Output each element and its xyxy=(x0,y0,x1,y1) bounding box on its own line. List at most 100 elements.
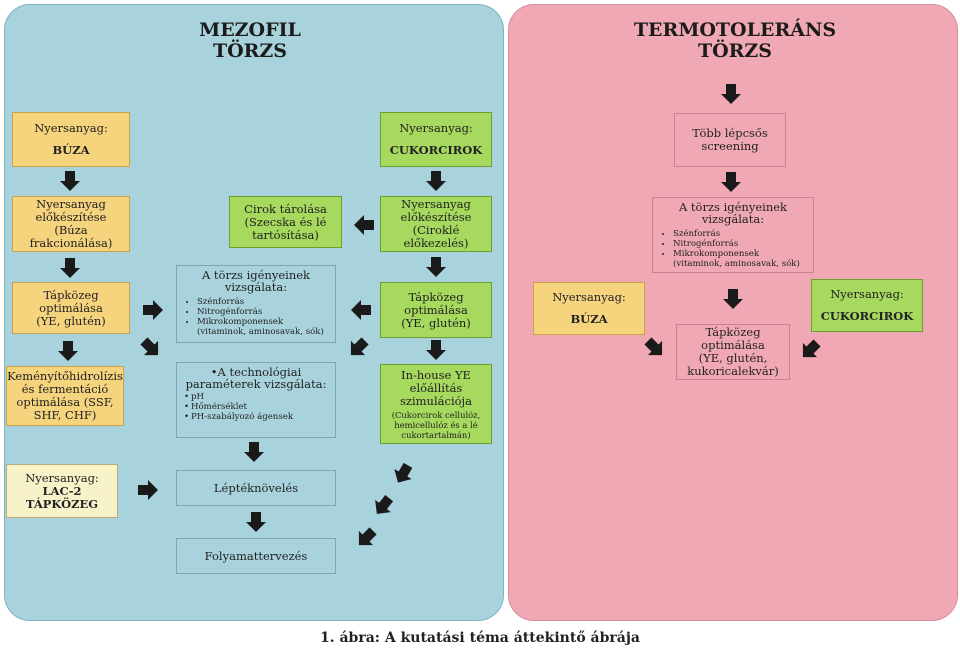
thermo-raw-sorghum-box: Nyersanyag: CUKORCIROK xyxy=(811,279,923,332)
arrow-sorghum-medium-to-technology xyxy=(343,333,373,363)
requirement-item: Nitrogénforrás xyxy=(197,307,329,317)
screening-line: screening xyxy=(701,139,759,153)
requirement-item: Nitrogénforrás xyxy=(673,239,807,249)
inhouse-sub: (Cukorcirok cellulóz, hemicellulóz és a … xyxy=(392,410,481,440)
mesofil-requirements-heading: A törzs igényeinek vizsgálata: xyxy=(201,268,311,294)
raw-sorghum-value: CUKORCIROK xyxy=(389,143,483,157)
arrow-thermo-title-to-screening xyxy=(721,84,741,104)
prep-wheat-box: Nyersanyag előkészítése (Búza frakcionál… xyxy=(12,196,130,252)
mesofil-title: MEZOFIL TÖRZS xyxy=(150,20,350,62)
raw-wheat-value: BÚZA xyxy=(52,143,90,157)
inhouse-line: In-house YE xyxy=(401,367,471,382)
prep-sorghum-line: Nyersanyag xyxy=(401,197,471,211)
requirement-item: Szénforrás xyxy=(197,297,329,307)
thermo-requirements-box: A törzs igényeinek vizsgálata: Szénforrá… xyxy=(652,197,814,273)
raw-wheat-label: Nyersanyag: xyxy=(34,121,108,135)
thermo-title-line1: TERMOTOLERÁNS xyxy=(633,19,837,41)
medium-sorghum-box: Tápközeg optimálása (YE, glutén) xyxy=(380,282,492,338)
prep-sorghum-line: (Ciroklé xyxy=(412,223,460,237)
thermo-medium-line: (YE, glutén, xyxy=(698,351,768,365)
arrow-scaleup-to-process xyxy=(246,512,266,532)
inhouse-box: In-house YE előállítás szimulációja (Cuk… xyxy=(380,364,492,444)
arrow-inhouse-diag-3 xyxy=(351,523,381,553)
storage-line: tartósítása) xyxy=(252,227,319,242)
hydrolysis-line: és fermentáció xyxy=(21,382,109,396)
inhouse-sub-line: hemicellulóz és a lé xyxy=(394,419,478,430)
medium-wheat-box: Tápközeg optimálása (YE, glutén) xyxy=(12,282,130,334)
raw-lac-value1: LAC-2 xyxy=(42,483,82,498)
hydrolysis-box: Keményítőhidrolízis és fermentáció optim… xyxy=(6,366,124,426)
mesofil-title-line2: TÖRZS xyxy=(212,40,288,62)
technology-item: pH xyxy=(191,392,329,402)
screening-line: Több lépcsős xyxy=(692,126,768,140)
thermo-raw-wheat-box: Nyersanyag: BÚZA xyxy=(533,282,645,335)
arrow-prep-to-medium xyxy=(60,258,80,278)
arrow-technology-to-scaleup xyxy=(244,442,264,462)
prep-wheat-line: frakcionálása) xyxy=(29,236,113,250)
inhouse-line: szimulációja xyxy=(400,393,472,408)
raw-lac-box: Nyersanyag: LAC-2 TÁPKÖZEG xyxy=(6,464,118,518)
mesofil-title-line1: MEZOFIL xyxy=(199,19,301,41)
thermo-raw-wheat-label: Nyersanyag: xyxy=(552,290,626,304)
raw-lac-value2: TÁPKÖZEG xyxy=(25,496,99,511)
medium-sorghum-line: Tápközeg xyxy=(408,289,464,304)
technology-list: pH Hőmérséklet PH-szabályozó ágensek xyxy=(183,392,329,422)
raw-sorghum-label: Nyersanyag: xyxy=(399,121,473,135)
arrow-sorghum-to-prep xyxy=(426,171,446,191)
thermo-requirements-list: Szénforrás Nitrogénforrás Mikrokomponens… xyxy=(659,229,807,269)
storage-line: (Szecska és lé xyxy=(244,214,327,229)
medium-wheat-line: Tápközeg xyxy=(43,287,99,302)
arrow-sorghum-medium-to-requirements xyxy=(351,300,371,320)
thermo-raw-sorghum-label: Nyersanyag: xyxy=(830,287,904,301)
raw-wheat-box: Nyersanyag: BÚZA xyxy=(12,112,130,167)
medium-wheat-line: (YE, glutén) xyxy=(36,313,106,328)
thermo-raw-wheat-value: BÚZA xyxy=(570,312,608,326)
thermo-medium-box: Tápközeg optimálása (YE, glutén, kukoric… xyxy=(676,324,790,380)
process-label: Folyamattervezés xyxy=(204,548,308,563)
arrow-thermo-wheat-to-medium xyxy=(640,333,670,363)
thermo-requirements-heading: A törzs igényeinek vizsgálata: xyxy=(678,200,788,226)
technology-item: Hőmérséklet xyxy=(191,402,329,412)
arrow-medium-to-inhouse xyxy=(426,340,446,360)
storage-line: Cirok tárolása xyxy=(244,201,327,216)
arrow-prep-to-medium-sorghum xyxy=(426,257,446,277)
arrow-screening-to-requirements xyxy=(721,172,741,192)
prep-sorghum-line: előkészítése xyxy=(400,210,472,224)
inhouse-sub-line: (Cukorcirok cellulóz, xyxy=(391,409,481,420)
thermo-title: TERMOTOLERÁNS TÖRZS xyxy=(590,20,880,62)
medium-sorghum-line: (YE, glutén) xyxy=(401,315,471,330)
scaleup-label: Léptéknövelés xyxy=(213,480,299,495)
hydrolysis-line: Keményítőhidrolízis xyxy=(7,369,123,383)
prep-wheat-line: előkészítése xyxy=(35,210,107,224)
technology-item: PH-szabályozó ágensek xyxy=(191,412,329,422)
screening-box: Több lépcsős screening xyxy=(674,113,786,167)
scaleup-box: Léptéknövelés xyxy=(176,470,336,506)
arrow-thermo-sorghum-to-medium xyxy=(795,335,825,365)
prep-wheat-line: (Búza xyxy=(54,223,88,237)
storage-box: Cirok tárolása (Szecska és lé tartósítás… xyxy=(229,196,342,248)
requirement-item: Mikrokomponensek (vitaminok, aminosavak,… xyxy=(673,249,807,269)
prep-wheat-line: Nyersanyag xyxy=(36,197,106,211)
medium-wheat-line: optimálása xyxy=(39,300,103,315)
figure-caption: 1. ábra: A kutatási téma áttekintő ábráj… xyxy=(320,630,640,646)
prep-sorghum-line: előkezelés) xyxy=(403,236,469,250)
technology-heading-line1: •A technológiai xyxy=(210,365,302,379)
mesofil-requirements-box: A törzs igényeinek vizsgálata: Szénforrá… xyxy=(176,265,336,343)
medium-sorghum-line: optimálása xyxy=(404,302,468,317)
arrow-hydrolysis-to-technology xyxy=(136,333,166,363)
thermo-title-line2: TÖRZS xyxy=(697,40,773,62)
hydrolysis-line: optimálása (SSF, xyxy=(16,395,114,409)
thermo-medium-line: kukoricalekvár) xyxy=(687,364,779,378)
technology-heading: •A technológiai paraméterek vizsgálata: xyxy=(183,366,329,390)
inhouse-sub-line: cukortartalmán) xyxy=(401,429,471,440)
prep-sorghum-box: Nyersanyag előkészítése (Ciroklé előkeze… xyxy=(380,196,492,252)
arrow-inhouse-diag-1 xyxy=(389,460,417,488)
technology-box: •A technológiai paraméterek vizsgálata: … xyxy=(176,362,336,438)
arrow-requirements-to-medium xyxy=(723,289,743,309)
arrow-wheat-to-prep xyxy=(60,171,80,191)
raw-lac-label: Nyersanyag: xyxy=(25,470,99,485)
technology-heading-line2: paraméterek vizsgálata: xyxy=(185,377,327,391)
inhouse-line: előállítás xyxy=(409,380,463,395)
arrow-inhouse-diag-2 xyxy=(368,491,398,521)
